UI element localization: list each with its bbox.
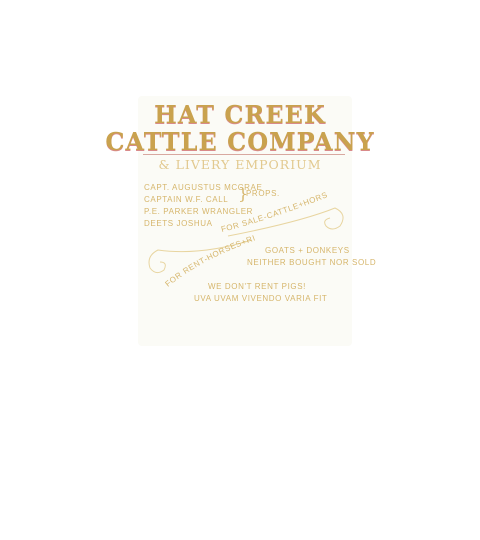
neither-line: NEITHER BOUGHT NOR SOLD xyxy=(247,258,377,267)
title-line-1: HAT CREEK xyxy=(154,100,326,129)
subtitle: & LIVERY EMPORIUM xyxy=(158,157,322,172)
motto-line: UVA UVAM VIVENDO VARIA FIT xyxy=(194,294,328,303)
flourish-right xyxy=(227,207,344,237)
name-line-4: DEETS JOSHUA xyxy=(144,219,213,228)
no-pigs-line: WE DON'T RENT PIGS! xyxy=(208,282,306,291)
flourish-left xyxy=(148,239,253,274)
goats-line: GOATS + DONKEYS xyxy=(265,246,350,255)
for-sale-text: FOR SALE-CATTLE+HORSES xyxy=(0,0,328,234)
name-line-2: CAPTAIN W.F. CALL xyxy=(144,195,229,204)
sign-panel xyxy=(138,96,352,346)
name-line-1: CAPT. AUGUSTUS MCCRAE xyxy=(144,183,263,192)
svg-text:FOR RENT-HORSES+RIGS: FOR RENT-HORSES+RIGS xyxy=(0,0,257,289)
svg-text:FOR SALE-CATTLE+HORSES: FOR SALE-CATTLE+HORSES xyxy=(0,0,329,234)
for-rent-text: FOR RENT-HORSES+RIGS xyxy=(0,0,256,289)
props-brace: } xyxy=(238,184,249,203)
title-line-2: CATTLE COMPANY xyxy=(105,127,375,156)
props-label: PROPS. xyxy=(246,189,280,198)
title-rule xyxy=(143,154,345,155)
name-line-3: P.E. PARKER WRANGLER xyxy=(144,207,254,216)
